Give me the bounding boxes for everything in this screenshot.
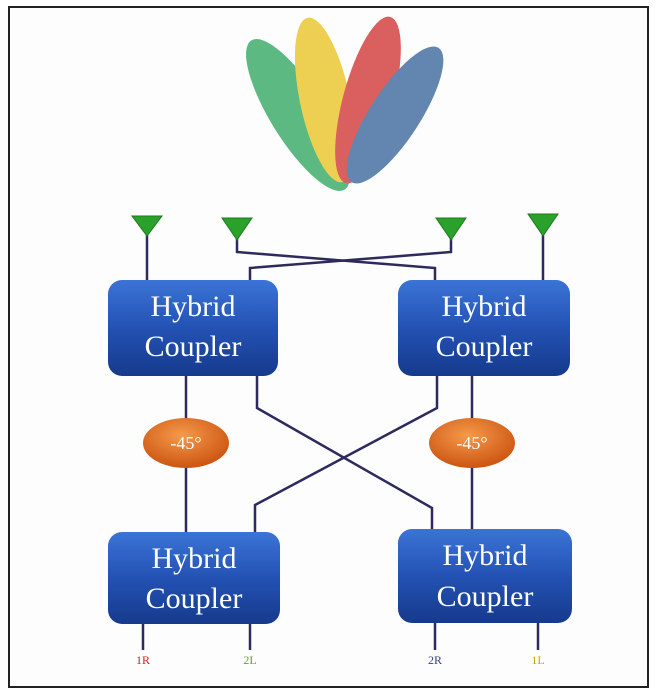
port-labels: 1R 2L 2R 1L — [136, 653, 545, 667]
beam-lobe-blue — [346, 46, 444, 184]
antennas — [131, 213, 559, 241]
coupler-label-line1: Hybrid — [152, 542, 237, 575]
port-label-4: 1L — [531, 653, 544, 667]
coupler-label-line1: Hybrid — [443, 539, 528, 572]
coupler-label-line2: Coupler — [145, 330, 242, 363]
phase-shifter-left: -45° — [143, 418, 229, 468]
coupler-label-line2: Coupler — [146, 582, 243, 615]
phase-shifter-label: -45° — [456, 433, 487, 453]
coupler-label-line1: Hybrid — [151, 290, 236, 323]
antenna-icon — [527, 213, 559, 237]
coupler-top-right: Hybrid Coupler — [398, 280, 570, 376]
coupler-bottom-left: Hybrid Coupler — [108, 532, 280, 624]
coupler-top-left: Hybrid Coupler — [108, 280, 278, 376]
line-cross-2 — [253, 376, 439, 535]
line-cross-1 — [255, 376, 434, 532]
coupler-label-line2: Coupler — [436, 330, 533, 363]
line-ant2-coupler-right — [235, 238, 437, 280]
beam-pattern — [246, 16, 444, 191]
phase-shifter-label: -45° — [170, 433, 201, 453]
beam-lobe-red — [335, 16, 401, 184]
line-ant3-coupler-left — [248, 238, 453, 280]
coupler-bottom-right: Hybrid Coupler — [398, 529, 572, 623]
connection-lines — [141, 232, 545, 650]
coupler-label-line2: Coupler — [437, 580, 534, 613]
port-label-3: 2R — [428, 653, 442, 667]
antenna-icon — [131, 215, 163, 237]
antenna-icon — [221, 217, 253, 241]
antenna-icon — [435, 217, 467, 241]
phase-shifter-right: -45° — [429, 418, 515, 468]
port-label-2: 2L — [243, 653, 256, 667]
coupler-label-line1: Hybrid — [442, 290, 527, 323]
port-label-1: 1R — [136, 653, 150, 667]
